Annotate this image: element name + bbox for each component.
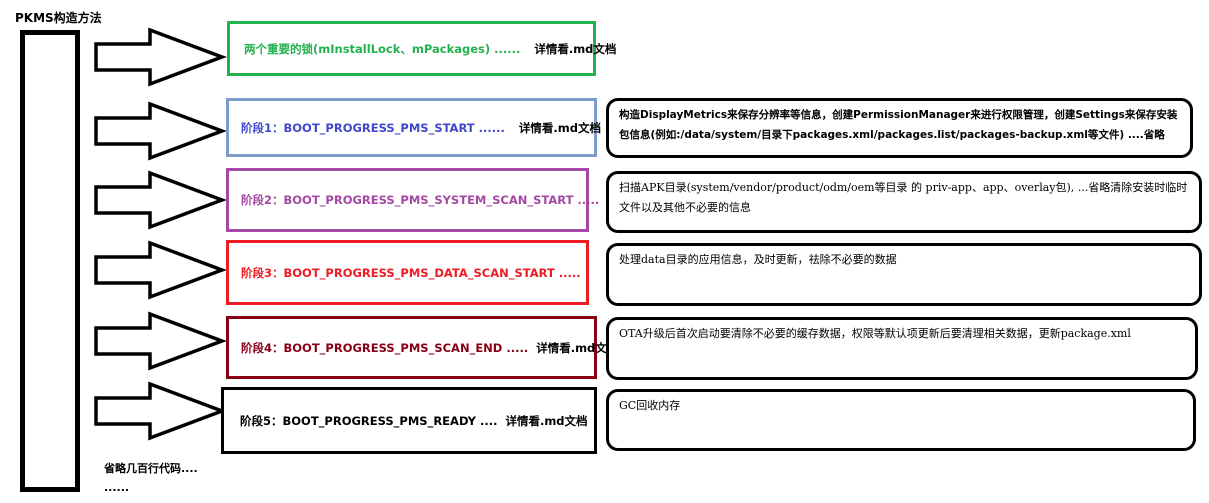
arrow-to-stage4 <box>94 311 227 371</box>
stage2-label: 阶段2：BOOT_PROGRESS_PMS_SYSTEM_SCAN_START … <box>241 193 600 207</box>
stage3-note: 处理data目录的应用信息，及时更新，祛除不必要的数据 <box>606 243 1202 306</box>
stage3-box: 阶段3：BOOT_PROGRESS_PMS_DATA_SCAN_START ..… <box>226 240 589 305</box>
stage5-box: 阶段5：BOOT_PROGRESS_PMS_READY .... 详情看.md文… <box>221 387 597 454</box>
arrow-to-stage3 <box>94 240 227 300</box>
footer-note: 省略几百行代码.... ...... <box>104 459 198 497</box>
stage5-label: 阶段5：BOOT_PROGRESS_PMS_READY .... <box>240 413 498 428</box>
arrow-to-stage1 <box>94 101 227 161</box>
stage1-detail: 详情看.md文档 <box>518 120 601 135</box>
locks-detail: 详情看.md文档 <box>534 41 617 56</box>
stage1-box: 阶段1：BOOT_PROGRESS_PMS_START ...... 详情看.m… <box>226 98 601 157</box>
stage4-detail: 详情看.md文档 <box>536 340 619 355</box>
stage1-note: 构造DisplayMetrics来保存分辨率等信息，创建PermissionMa… <box>606 98 1193 158</box>
stage5-detail: 详情看.md文档 <box>505 413 588 428</box>
stage4-label: 阶段4：BOOT_PROGRESS_PMS_SCAN_END ..... <box>241 340 529 355</box>
stage2-box: 阶段2：BOOT_PROGRESS_PMS_SYSTEM_SCAN_START … <box>226 168 599 232</box>
pkms-constructor-bar <box>20 30 80 492</box>
stage4-note: OTA升级后首次启动要清除不必要的缓存数据，权限等默认项更新后要清理相关数据，更… <box>606 317 1198 380</box>
stage3-label: 阶段3：BOOT_PROGRESS_PMS_DATA_SCAN_START ..… <box>241 265 581 280</box>
locks-label: 两个重要的锁(mInstallLock、mPackages) ...... <box>244 41 521 56</box>
arrow-to-locks <box>94 27 227 87</box>
stage4-box: 阶段4：BOOT_PROGRESS_PMS_SCAN_END ..... 详情看… <box>226 316 618 379</box>
footer-line1: 省略几百行代码.... <box>104 462 198 475</box>
footer-line2: ...... <box>104 481 130 494</box>
stage1-label: 阶段1：BOOT_PROGRESS_PMS_START ...... <box>241 120 505 135</box>
locks-box: 两个重要的锁(mInstallLock、mPackages) ...... 详情… <box>227 21 616 76</box>
arrow-to-stage2 <box>94 170 227 230</box>
arrow-to-stage5 <box>94 381 227 441</box>
stage2-note: 扫描APK目录(system/vendor/product/odm/oem等目录… <box>606 171 1202 233</box>
page-title: PKMS构造方法 <box>15 11 102 25</box>
stage5-note: GC回收内存 <box>606 389 1196 451</box>
